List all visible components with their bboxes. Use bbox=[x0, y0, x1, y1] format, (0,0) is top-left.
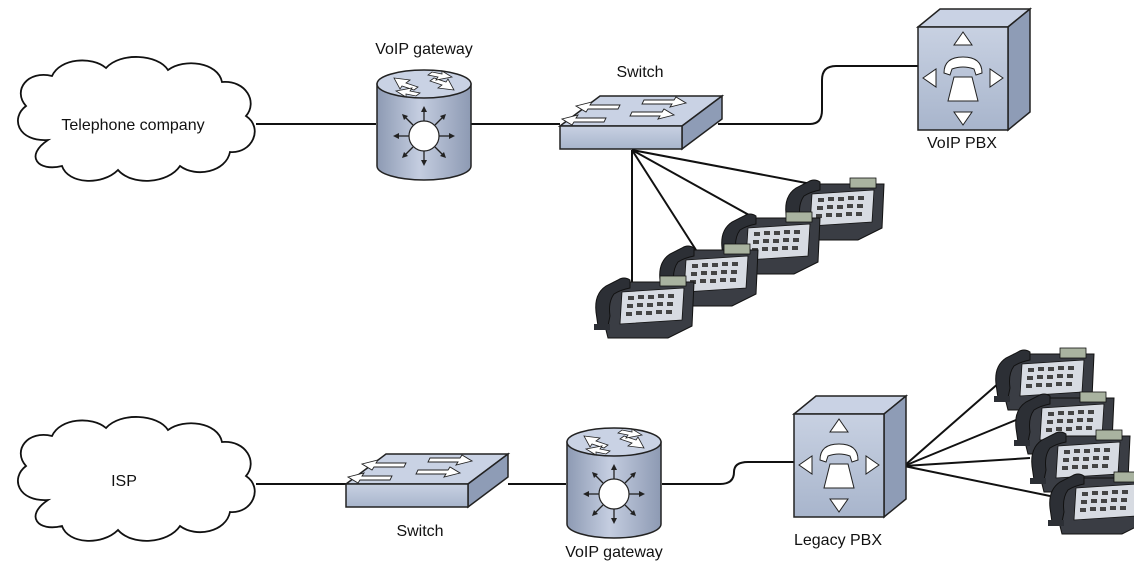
top-ip-phones bbox=[593, 177, 885, 339]
pbx-icon bbox=[793, 395, 907, 518]
ip-phone-icon bbox=[593, 275, 695, 339]
voip-gateway-icon bbox=[566, 427, 662, 539]
voip-gateway-icon bbox=[376, 69, 472, 181]
telephone-company-cloud: Telephone company bbox=[17, 56, 256, 182]
top-pbx-label: VoIP PBX bbox=[927, 135, 997, 152]
top-gateway-label: VoIP gateway bbox=[375, 41, 473, 58]
bottom-pbx-label: Legacy PBX bbox=[794, 532, 882, 549]
switch-icon bbox=[345, 453, 509, 508]
switch-icon bbox=[559, 95, 723, 150]
top-phone-links bbox=[631, 149, 823, 282]
bottom-voip-gateway: VoIP gateway bbox=[565, 427, 663, 561]
cloud-label-isp: ISP bbox=[111, 473, 137, 490]
pbx-icon bbox=[917, 8, 1031, 131]
bottom-phones bbox=[993, 347, 1134, 535]
ip-phone-icon bbox=[1047, 471, 1134, 535]
top-switch-label: Switch bbox=[616, 64, 663, 81]
top-voip-gateway: VoIP gateway bbox=[375, 41, 473, 181]
top-voip-pbx: VoIP PBX bbox=[917, 8, 1031, 152]
bottom-switch: Switch bbox=[345, 453, 509, 540]
bottom-gateway-label: VoIP gateway bbox=[565, 544, 663, 561]
bottom-connections bbox=[256, 381, 1051, 497]
top-switch: Switch bbox=[559, 64, 723, 150]
cloud-label-telephone-company: Telephone company bbox=[61, 117, 204, 134]
isp-cloud: ISP bbox=[17, 416, 256, 542]
top-connections bbox=[256, 65, 918, 125]
bottom-switch-label: Switch bbox=[396, 523, 443, 540]
bottom-legacy-pbx: Legacy PBX bbox=[793, 395, 907, 549]
